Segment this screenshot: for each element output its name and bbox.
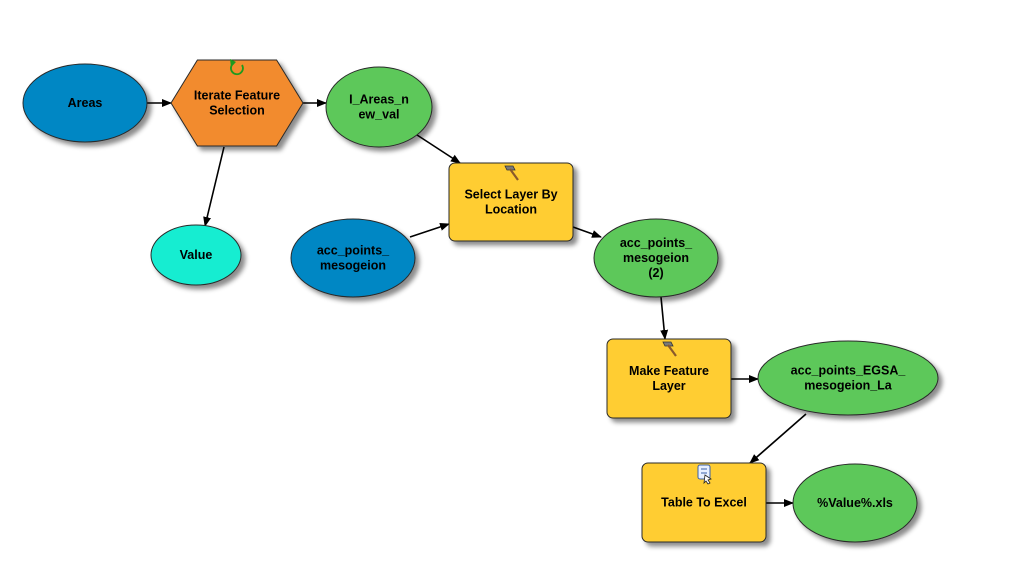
node-shape xyxy=(757,340,939,416)
node-shape xyxy=(593,218,719,298)
node-label-line: mesogeion xyxy=(623,251,689,265)
connector-acc_points_2-to-make_feature[interactable] xyxy=(660,296,669,340)
node-label-line: ew_val xyxy=(358,108,399,122)
node-shape xyxy=(325,66,433,148)
node-label-line: Table To Excel xyxy=(661,496,747,510)
node-label-line: acc_points_EGSA_ xyxy=(791,364,907,378)
node-value[interactable]: Value xyxy=(150,224,242,286)
node-table-excel[interactable]: Table To Excel xyxy=(641,462,767,543)
node-label-line: Select Layer By xyxy=(464,188,557,202)
node-label-line: mesogeion xyxy=(320,259,386,273)
hammer-icon xyxy=(504,165,519,181)
node-shape xyxy=(150,224,242,286)
node-acc-points-2[interactable]: acc_points_mesogeion(2) xyxy=(593,218,719,298)
node-areas[interactable]: Areas xyxy=(22,63,148,143)
node-label-line: Layer xyxy=(652,379,685,393)
connector-iterate-to-value[interactable] xyxy=(203,146,225,227)
node-label-line: Areas xyxy=(68,96,103,110)
node-shape xyxy=(641,462,767,543)
node-shape xyxy=(792,463,918,543)
node-label-line: %Value%.xls xyxy=(817,496,893,510)
node-shape xyxy=(448,162,574,242)
connector-acc_points-to-select_loc[interactable] xyxy=(409,223,450,238)
node-label-line: Location xyxy=(485,203,537,217)
hammer-icon xyxy=(662,341,677,357)
connector-i_areas-to-select_loc[interactable] xyxy=(413,132,461,164)
connector-select_loc-to-acc_points_2[interactable] xyxy=(572,226,602,238)
node-shape xyxy=(606,338,732,419)
node-label-line: acc_points_ xyxy=(317,244,390,258)
node-i-areas[interactable]: I_Areas_new_val xyxy=(325,66,433,148)
node-label-line: (2) xyxy=(648,266,663,280)
node-acc-egsa[interactable]: acc_points_EGSA_mesogeion_La xyxy=(757,340,939,416)
node-label-line: Value xyxy=(180,248,213,262)
node-shape xyxy=(170,59,304,147)
node-label-line: Selection xyxy=(209,104,265,118)
node-label-line: Make Feature xyxy=(629,364,709,378)
node-shape xyxy=(290,218,416,298)
refresh-icon xyxy=(230,59,244,76)
node-label-line: mesogeion_La xyxy=(804,379,893,393)
script-icon xyxy=(697,464,712,485)
node-value-xls[interactable]: %Value%.xls xyxy=(792,463,918,543)
node-label-line: acc_points_ xyxy=(620,236,693,250)
node-label-line: I_Areas_n xyxy=(349,93,409,107)
connector-acc_egsa-to-table_excel[interactable] xyxy=(749,413,807,464)
node-shape xyxy=(22,63,148,143)
node-label-line: Iterate Feature xyxy=(194,89,280,103)
node-acc-points[interactable]: acc_points_mesogeion xyxy=(290,218,416,298)
